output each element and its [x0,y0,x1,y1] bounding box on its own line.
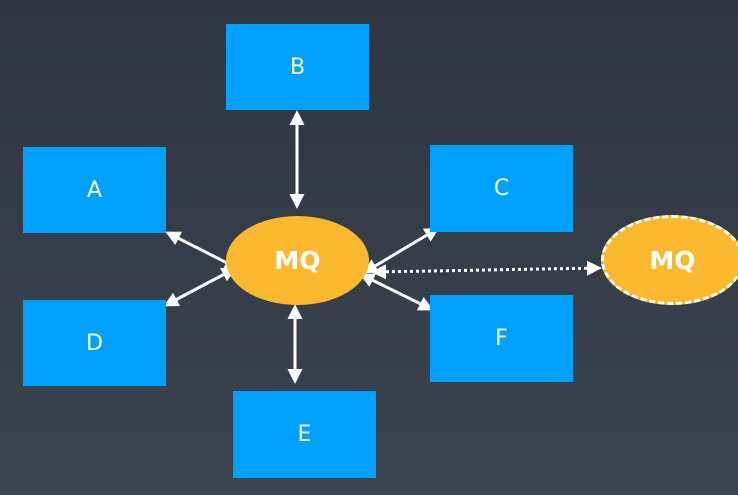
connector-mq-c [362,227,440,274]
node-c: C [430,145,573,232]
node-a: A [23,147,166,233]
mq-broker-remote: MQ [601,215,738,305]
node-f: F [430,295,573,382]
connector-mq-a [165,231,240,270]
connector-mq-d [163,267,237,307]
node-e: E [233,391,376,478]
node-d: D [23,300,166,386]
connector-mq-remote [371,260,602,280]
connector-mq-f [359,273,434,311]
node-b: B [226,24,369,110]
mq-broker: MQ [226,216,369,305]
